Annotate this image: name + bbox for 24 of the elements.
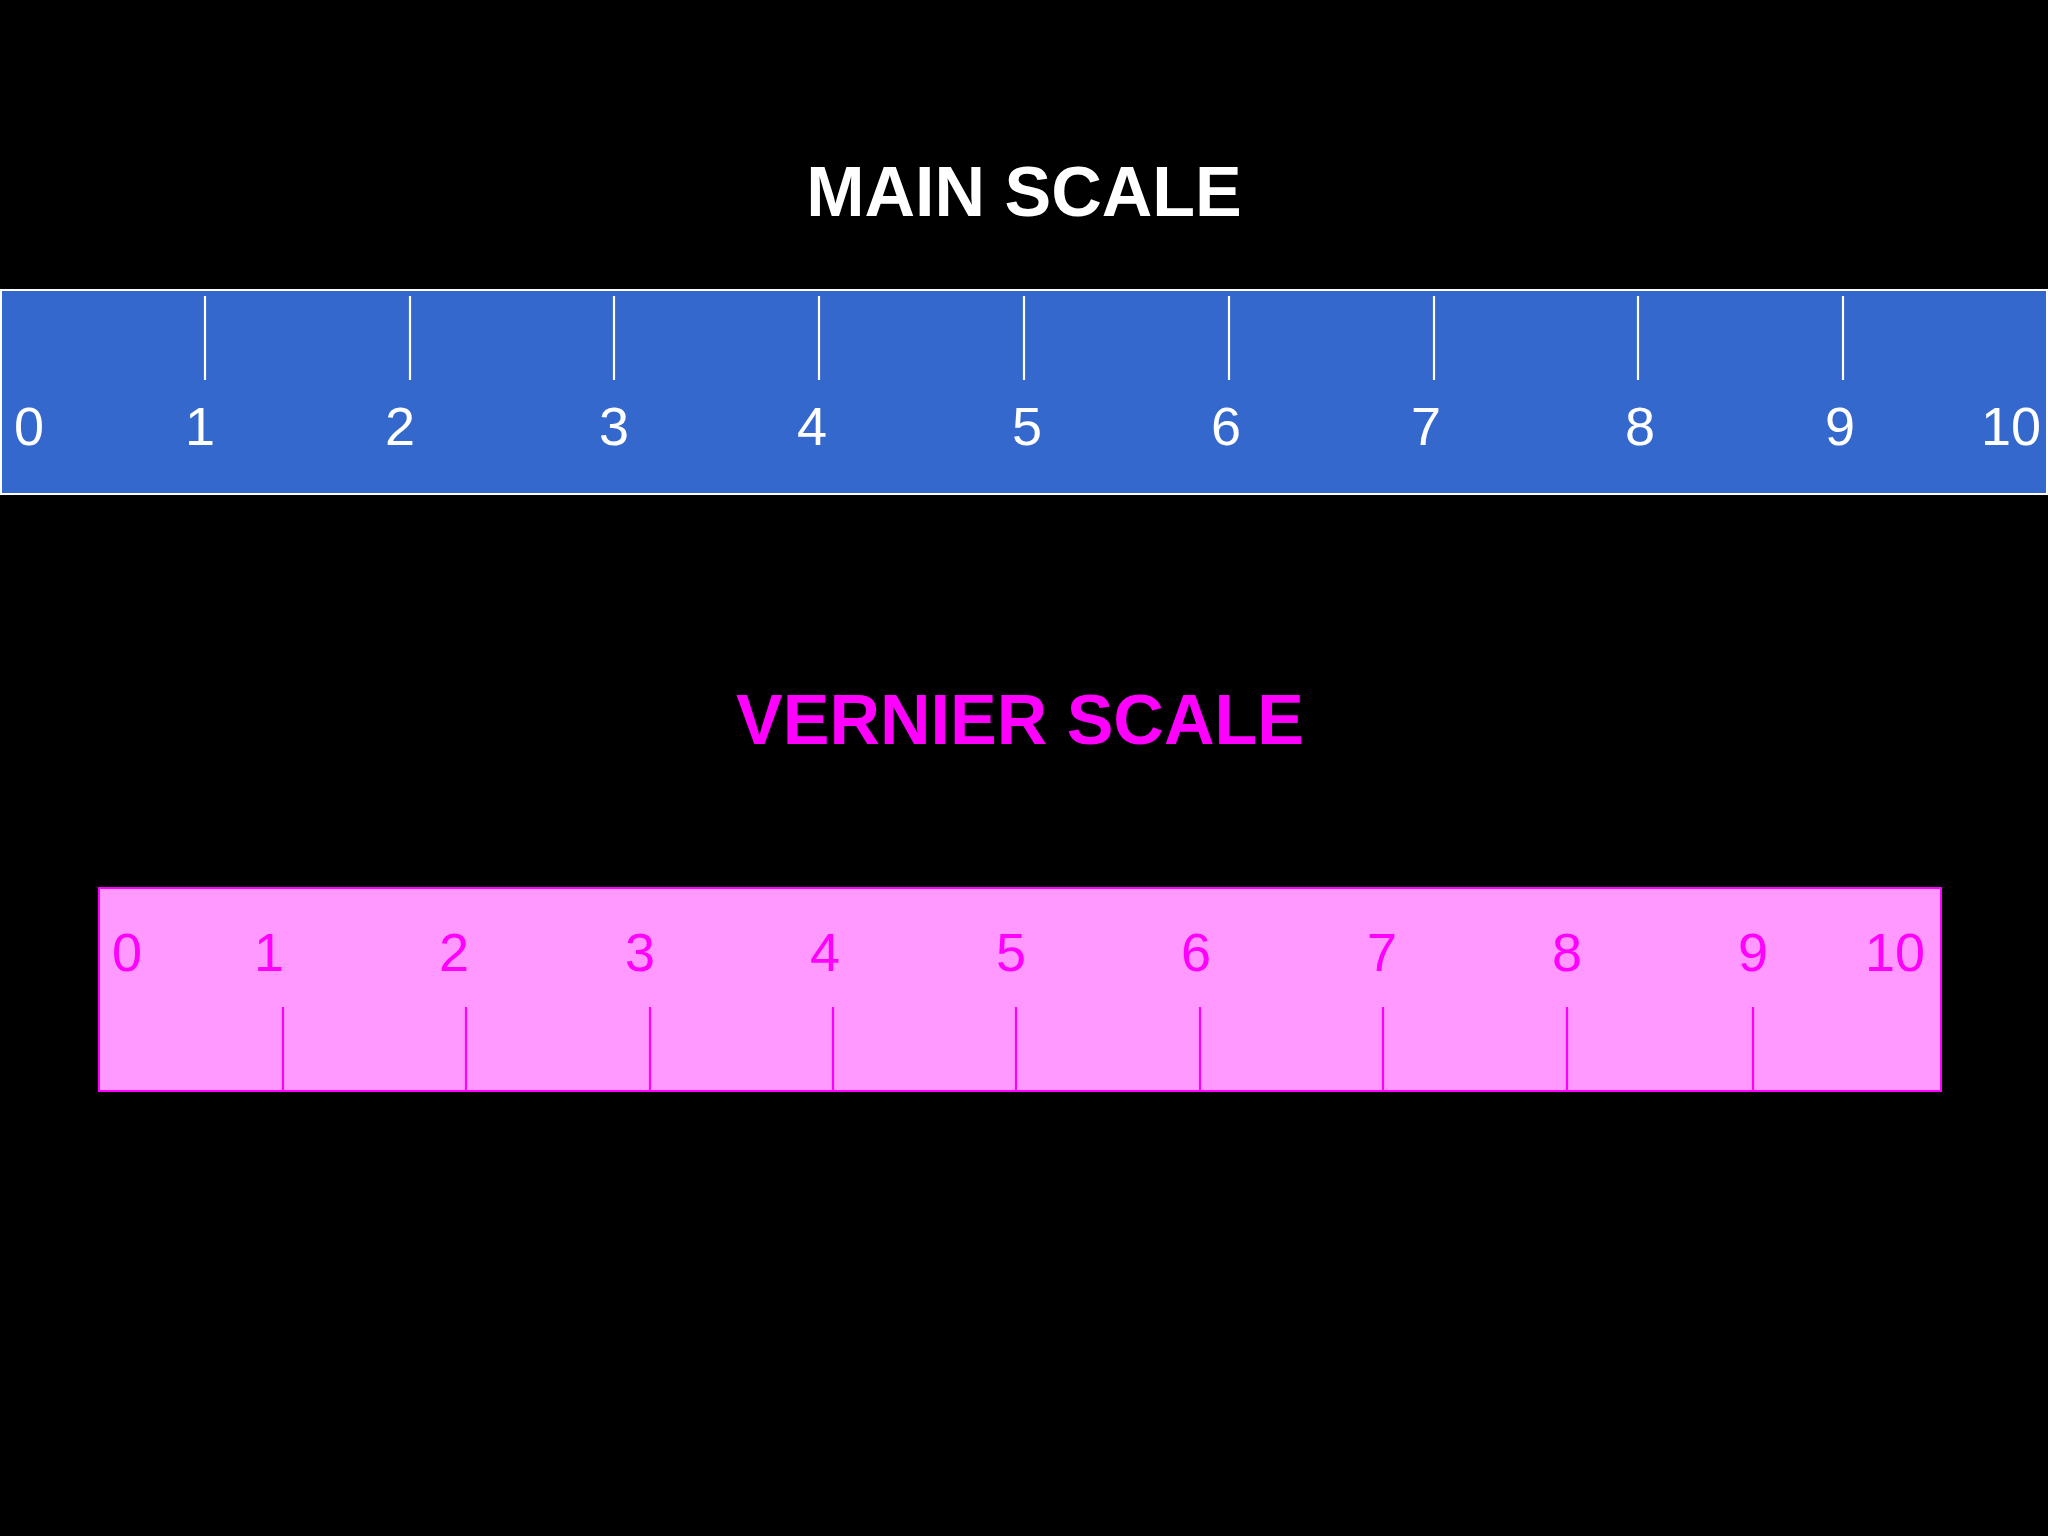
scale-number: 5 [1012, 399, 1042, 453]
scale-number: 6 [1181, 925, 1211, 979]
scale-number: 7 [1411, 399, 1441, 453]
scale-number: 8 [1552, 925, 1582, 979]
scale-number: 9 [1738, 925, 1768, 979]
scale-number: 7 [1367, 925, 1397, 979]
scale-title: VERNIER SCALE [736, 685, 1304, 755]
scale-number: 4 [810, 925, 840, 979]
scale-number: 0 [14, 399, 44, 453]
scale-number: 1 [254, 925, 284, 979]
scale-number: 9 [1825, 399, 1855, 453]
scale-number: 4 [797, 399, 827, 453]
scale-number: 6 [1211, 399, 1241, 453]
scale-number: 3 [625, 925, 655, 979]
scale-number: 10 [1864, 925, 1926, 979]
scale-number: 8 [1625, 399, 1655, 453]
scale-number: 5 [996, 925, 1026, 979]
scale-number: 1 [185, 399, 215, 453]
scale-number: 3 [599, 399, 629, 453]
scale-number: 10 [1980, 399, 2042, 453]
scale-number: 2 [385, 399, 415, 453]
scale-number: 2 [439, 925, 469, 979]
scale-number: 0 [112, 925, 142, 979]
scale-title: MAIN SCALE [806, 157, 1242, 227]
